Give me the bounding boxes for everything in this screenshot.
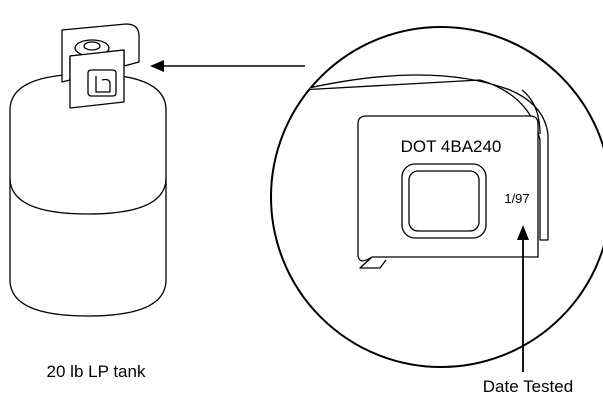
collar-plate-base (359, 256, 387, 269)
zoom-pointer-arrow (150, 60, 305, 72)
collar-curl-inner (521, 89, 541, 135)
plate-window-inner (408, 170, 480, 232)
tank-body (9, 73, 167, 317)
tank-caption: 20 lb LP tank (47, 362, 146, 381)
collar-window (87, 69, 117, 97)
test-date-label: 1/97 (504, 191, 529, 206)
zoom-circle (270, 26, 603, 368)
date-tested-arrow (517, 225, 529, 372)
collar-valve (95, 76, 111, 93)
lp-tank (9, 23, 167, 317)
plate-window (401, 163, 487, 239)
dot-spec-label: DOT 4BA240 (401, 137, 502, 156)
tank-seam (9, 177, 167, 215)
date-tested-label: Date Tested (483, 377, 573, 396)
